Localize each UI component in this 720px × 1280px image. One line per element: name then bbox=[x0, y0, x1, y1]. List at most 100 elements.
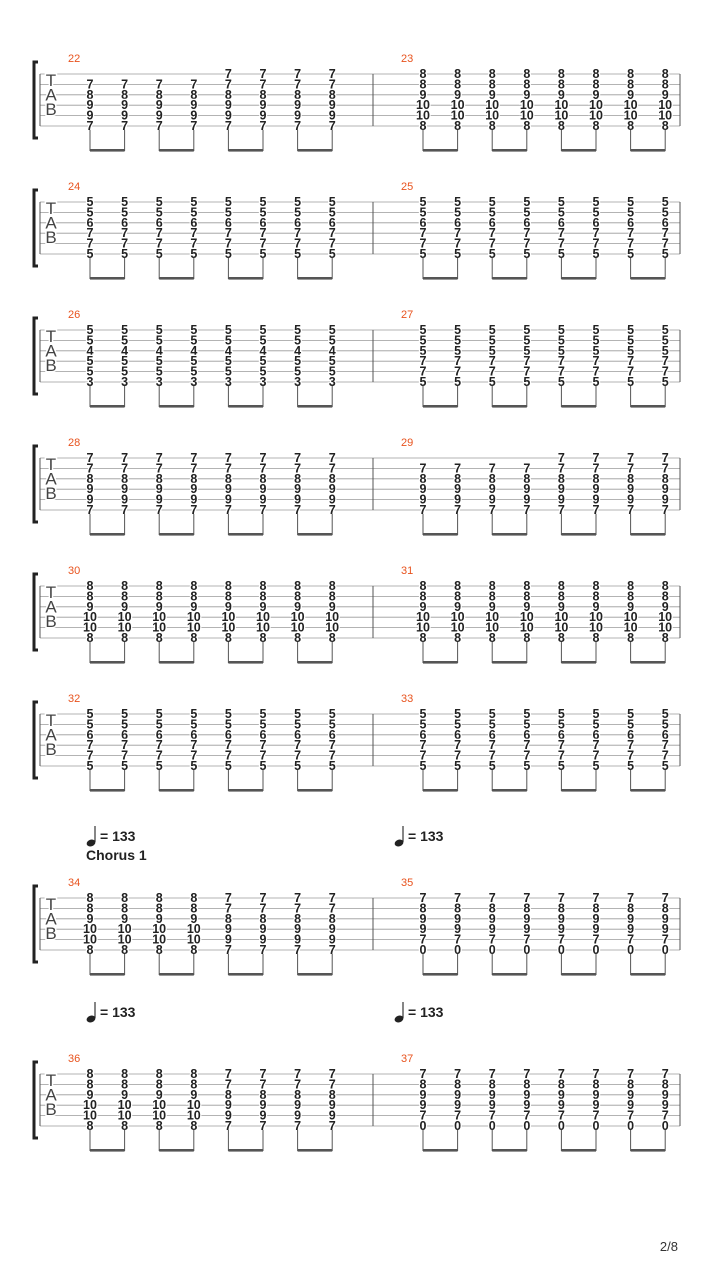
fret-number: 9 bbox=[294, 493, 301, 507]
fret-number: 5 bbox=[190, 333, 197, 347]
fret-number: 10 bbox=[485, 109, 499, 123]
fret-number: 9 bbox=[558, 600, 565, 614]
fret-number: 7 bbox=[420, 891, 427, 905]
fret-number: 5 bbox=[121, 323, 128, 337]
fret-number: 8 bbox=[225, 88, 232, 102]
fret-number: 6 bbox=[156, 728, 163, 742]
fret-number: 10 bbox=[589, 610, 603, 624]
measure-number: 34 bbox=[68, 877, 80, 889]
fret-number: 5 bbox=[662, 247, 669, 261]
fret-number: 5 bbox=[190, 205, 197, 219]
fret-number: 5 bbox=[627, 247, 634, 261]
fret-number: 9 bbox=[294, 1098, 301, 1112]
fret-number: 9 bbox=[294, 933, 301, 947]
fret-number: 5 bbox=[627, 717, 634, 731]
fret-number: 10 bbox=[451, 98, 465, 112]
fret-number: 7 bbox=[294, 1067, 301, 1081]
fret-number: 9 bbox=[294, 1109, 301, 1123]
fret-number: 9 bbox=[329, 933, 336, 947]
fret-number: 7 bbox=[558, 1109, 565, 1123]
fret-number: 10 bbox=[83, 1109, 97, 1123]
fret-number: 10 bbox=[485, 621, 499, 635]
fret-number: 7 bbox=[121, 749, 128, 763]
fret-number: 0 bbox=[523, 1119, 530, 1133]
fret-number: 8 bbox=[329, 579, 336, 593]
fret-number: 9 bbox=[420, 88, 427, 102]
fret-number: 8 bbox=[593, 119, 600, 133]
fret-number: 8 bbox=[294, 88, 301, 102]
eighth-beam bbox=[630, 973, 666, 976]
eighth-beam bbox=[492, 789, 527, 792]
fret-number: 5 bbox=[454, 195, 461, 209]
fret-number: 5 bbox=[627, 707, 634, 721]
eighth-beam bbox=[297, 789, 333, 792]
fret-number: 8 bbox=[593, 901, 600, 915]
fret-number: 8 bbox=[662, 119, 669, 133]
fret-number: 10 bbox=[187, 922, 201, 936]
fret-number: 6 bbox=[593, 728, 600, 742]
fret-number: 7 bbox=[294, 901, 301, 915]
fret-number: 8 bbox=[558, 77, 565, 91]
fret-number: 8 bbox=[121, 901, 128, 915]
eighth-beam bbox=[159, 973, 194, 976]
fret-number: 9 bbox=[294, 922, 301, 936]
fret-number: 9 bbox=[329, 922, 336, 936]
fret-number: 8 bbox=[558, 67, 565, 81]
fret-number: 8 bbox=[121, 88, 128, 102]
fret-number: 10 bbox=[83, 1098, 97, 1112]
tab-clef-letter: A bbox=[45, 726, 57, 745]
fret-number: 5 bbox=[662, 205, 669, 219]
fret-number: 8 bbox=[190, 472, 197, 486]
fret-number: 7 bbox=[454, 1109, 461, 1123]
fret-number: 7 bbox=[156, 738, 163, 752]
fret-number: 7 bbox=[558, 891, 565, 905]
fret-number: 5 bbox=[329, 323, 336, 337]
fret-number: 10 bbox=[416, 109, 430, 123]
fret-number: 8 bbox=[225, 631, 232, 645]
fret-number: 5 bbox=[225, 759, 232, 773]
fret-number: 9 bbox=[190, 912, 197, 926]
fret-number: 7 bbox=[225, 503, 232, 517]
fret-number: 9 bbox=[294, 109, 301, 123]
fret-number: 5 bbox=[593, 717, 600, 731]
fret-number: 4 bbox=[329, 344, 336, 358]
fret-number: 9 bbox=[329, 109, 336, 123]
tab-clef-letter: B bbox=[45, 100, 56, 119]
fret-number: 5 bbox=[260, 354, 267, 368]
fret-number: 9 bbox=[190, 98, 197, 112]
fret-number: 8 bbox=[87, 1119, 94, 1133]
fret-number: 9 bbox=[454, 88, 461, 102]
fret-number: 7 bbox=[87, 461, 94, 475]
fret-number: 6 bbox=[558, 216, 565, 230]
fret-number: 10 bbox=[554, 621, 568, 635]
fret-number: 5 bbox=[87, 195, 94, 209]
fret-number: 7 bbox=[294, 943, 301, 957]
fret-number: 10 bbox=[83, 621, 97, 635]
fret-number: 7 bbox=[627, 451, 634, 465]
fret-number: 5 bbox=[329, 195, 336, 209]
fret-number: 5 bbox=[454, 717, 461, 731]
fret-number: 5 bbox=[225, 323, 232, 337]
fret-number: 5 bbox=[190, 717, 197, 731]
fret-number: 4 bbox=[121, 344, 128, 358]
fret-number: 9 bbox=[156, 109, 163, 123]
fret-number: 5 bbox=[329, 354, 336, 368]
fret-number: 5 bbox=[420, 323, 427, 337]
fret-number: 10 bbox=[589, 621, 603, 635]
fret-number: 7 bbox=[558, 451, 565, 465]
fret-number: 6 bbox=[593, 216, 600, 230]
fret-number: 9 bbox=[523, 1098, 530, 1112]
fret-number: 0 bbox=[420, 1119, 427, 1133]
fret-number: 8 bbox=[523, 579, 530, 593]
fret-number: 7 bbox=[260, 738, 267, 752]
fret-number: 9 bbox=[662, 482, 669, 496]
fret-number: 8 bbox=[121, 589, 128, 603]
eighth-beam bbox=[561, 277, 596, 280]
fret-number: 9 bbox=[329, 98, 336, 112]
fret-number: 7 bbox=[593, 749, 600, 763]
system-bracket bbox=[32, 884, 38, 964]
fret-number: 0 bbox=[523, 943, 530, 957]
fret-number: 5 bbox=[662, 375, 669, 389]
fret-number: 10 bbox=[325, 610, 339, 624]
fret-number: 9 bbox=[121, 912, 128, 926]
